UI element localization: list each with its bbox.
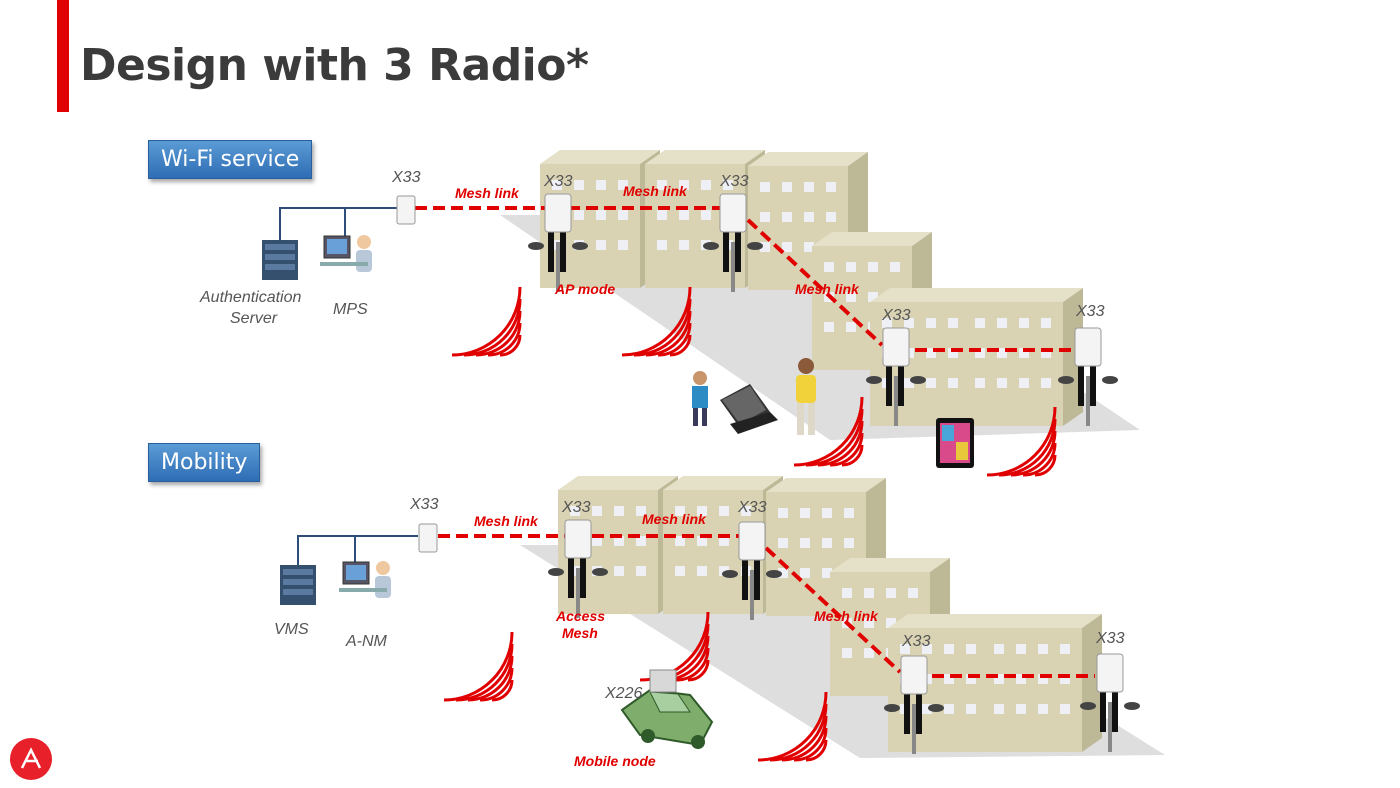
person-icon [692,371,708,426]
page-title: Design with 3 Radio* [80,40,589,91]
access-mesh-label-line2: Mesh [562,625,598,641]
auth-server-label-line2: Server [230,310,278,327]
mobility-button[interactable]: Mobility [148,443,261,482]
mps-label: MPS [333,301,368,318]
mesh-link-label: Mesh link [642,511,707,527]
wifi-service-button[interactable]: Wi-Fi service [148,140,313,179]
device-label: X33 [719,173,749,190]
access-point-icon [396,195,416,225]
mesh-link-label: Mesh link [814,608,879,624]
tablet-icon [936,418,974,468]
device-label: X33 [737,499,767,516]
logo-icon [10,738,52,780]
access-mesh-label-line1: Access [555,608,605,624]
mobility-mesh-lines [438,534,1095,678]
device-label: X33 [881,307,911,324]
auth-server-label-line1: Authentication [199,289,302,306]
device-label: X33 [901,633,931,650]
access-point-icon [418,523,438,553]
mobile-node-label: Mobile node [574,753,656,769]
mesh-link-label: Mesh link [455,185,520,201]
title-accent-bar [57,0,69,112]
mobility-wired-links [297,535,418,568]
mesh-link-label: Mesh link [474,513,539,529]
wifi-waves-icon [442,630,514,702]
device-label: X33 [1095,630,1125,647]
device-label: X33 [561,499,591,516]
wifi-wired-links [279,207,400,240]
device-label: X33 [1075,303,1105,320]
mesh-link-label: Mesh link [795,281,860,297]
device-label: X33 [409,496,439,513]
vehicle-device-label: X226 [604,685,642,702]
ap-mode-label: AP mode [554,281,615,297]
vms-label: VMS [274,621,309,638]
server-icon [262,240,298,280]
person-icon [796,358,816,435]
device-label: X33 [391,169,421,186]
operator-icon [319,234,373,273]
car-icon [620,669,714,749]
wifi-mesh-lines [415,206,1080,352]
operator-icon [338,560,392,599]
a-nm-label: A-NM [345,633,388,650]
mesh-link-label: Mesh link [623,183,688,199]
laptop-icon [720,384,778,434]
wifi-waves-icon [450,285,522,357]
server-icon [280,565,316,605]
device-label: X33 [543,173,573,190]
